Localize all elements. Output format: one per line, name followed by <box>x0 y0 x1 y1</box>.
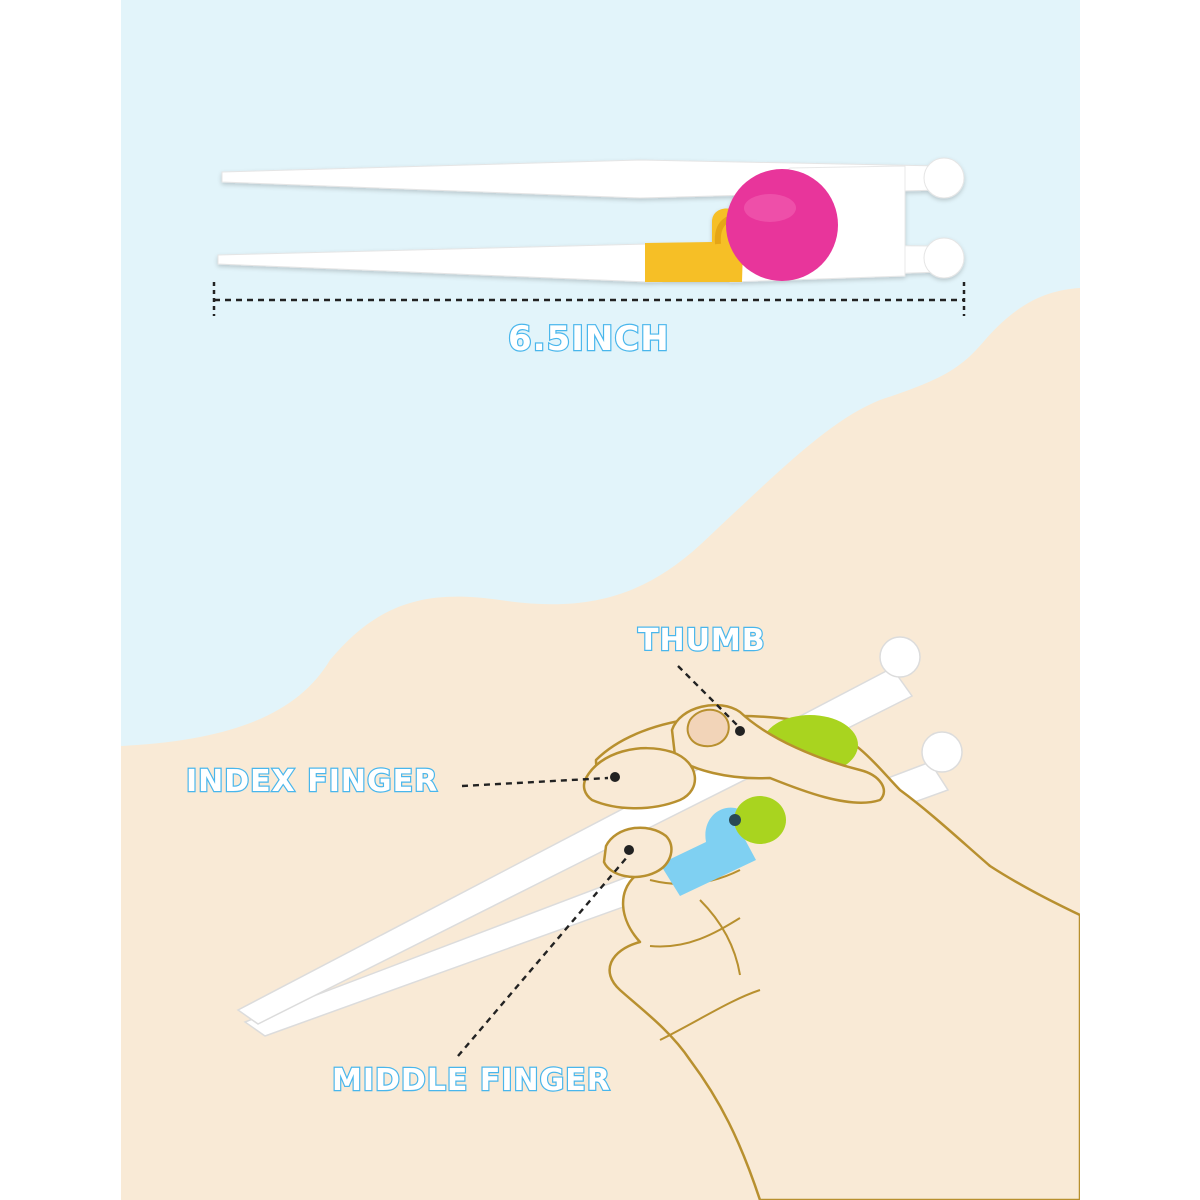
lower-chopstick-knob <box>921 731 963 773</box>
thumb-label: THUMB <box>637 623 766 658</box>
middle-dot <box>624 845 634 855</box>
thumb-nail <box>686 708 730 748</box>
upper-chopstick-knob <box>879 636 921 678</box>
measurement-line <box>212 282 966 316</box>
index-finger <box>582 746 697 810</box>
hand-illustration <box>236 636 1080 1200</box>
index-finger-label: INDEX FINGER <box>185 764 439 799</box>
top-chopstick-set <box>217 157 965 283</box>
upper-stick-knob <box>923 157 965 199</box>
index-dot <box>610 772 620 782</box>
thumb-dot <box>735 726 745 736</box>
index-callout-line <box>461 776 609 788</box>
blue-hinge <box>660 807 756 896</box>
green-ring <box>734 796 786 844</box>
middle-finger-label: MIDDLE FINGER <box>331 1063 611 1098</box>
pink-ring <box>726 169 838 281</box>
middle-finger <box>602 826 673 879</box>
length-label: 6.5INCH <box>507 319 670 359</box>
thumb-callout-line <box>677 665 739 727</box>
callout-lines <box>457 665 739 1057</box>
lower-stick-knob <box>923 237 965 279</box>
